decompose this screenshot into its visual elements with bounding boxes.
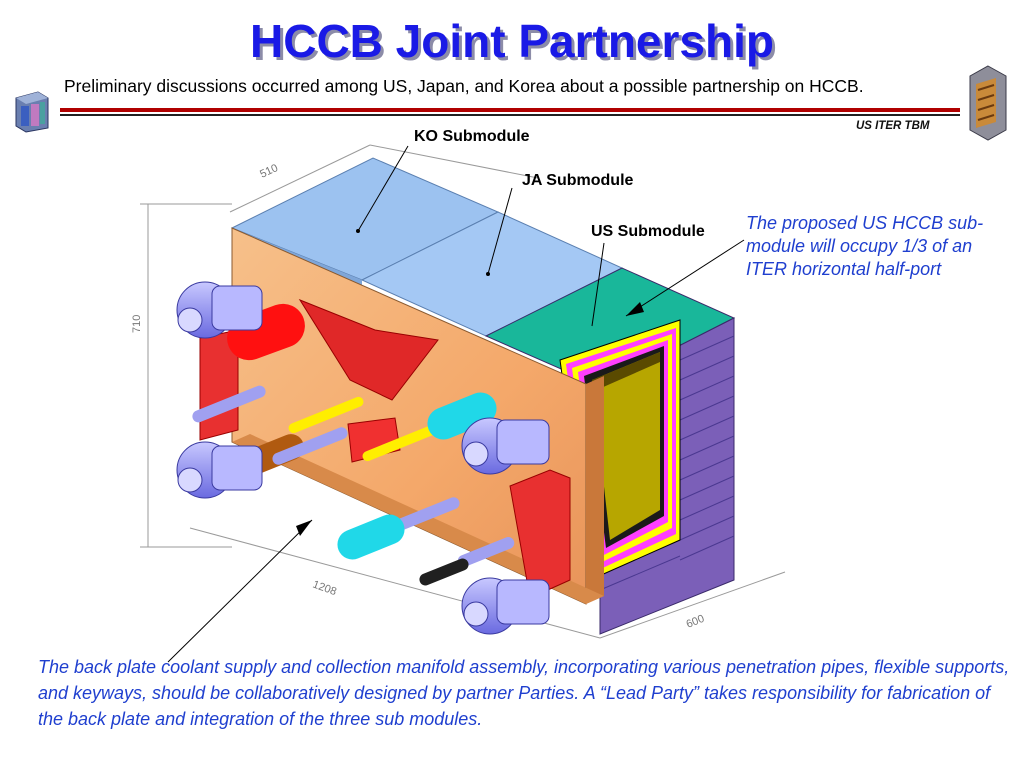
pipes [192, 303, 515, 586]
tbm-logo-left-icon [15, 91, 49, 133]
backplate-arrow-head [296, 520, 312, 536]
dimension-lines [140, 144, 786, 639]
dim-label-height: 710 [131, 315, 143, 333]
header-rule-red [60, 108, 960, 112]
dim-label-depth: 600 [685, 613, 707, 631]
tbm-logo-right-icon [969, 65, 1007, 141]
slide-title: HCCB Joint Partnership [250, 15, 774, 67]
dim-label-length: 1208 [311, 579, 338, 599]
us-arrow-head [626, 302, 644, 316]
footer-tag: US ITER TBM [856, 120, 930, 132]
dim-label-top-width: 510 [258, 162, 280, 181]
ko-submodule-label: KO Submodule [414, 128, 530, 145]
leader-lines [167, 145, 745, 663]
note-back-plate: The back plate coolant supply and collec… [38, 657, 1010, 729]
note-us-submodule: The proposed US HCCB sub-module will occ… [746, 213, 984, 279]
us-submodule-label: US Submodule [591, 223, 705, 240]
header-rule-black [60, 114, 960, 116]
flexible-supports [176, 281, 550, 635]
slide-subtitle: Preliminary discussions occurred among U… [64, 76, 864, 96]
ja-submodule-label: JA Submodule [522, 172, 634, 189]
